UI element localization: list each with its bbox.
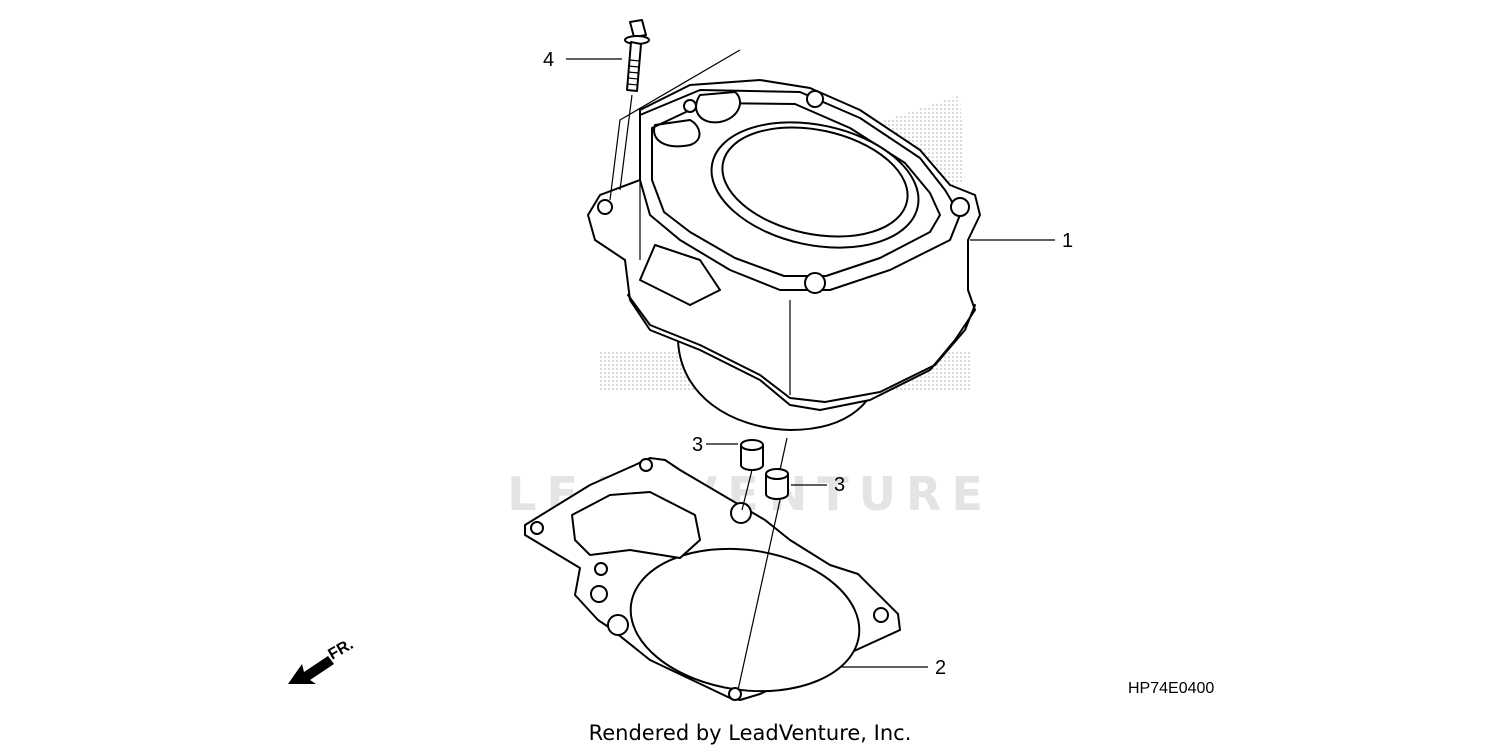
dowel-pin-right <box>765 468 789 500</box>
callout-cylinder: 1 <box>1062 230 1073 252</box>
diagram-code: HP74E0400 <box>1128 680 1214 697</box>
cylinder-part <box>587 79 981 431</box>
callout-bolt: 4 <box>543 49 554 71</box>
callout-dowel-pin-right: 3 <box>834 474 845 496</box>
gasket-part <box>524 457 901 701</box>
leader-lines <box>566 49 1055 691</box>
callout-gasket: 2 <box>935 657 946 679</box>
dowel-pin-left <box>740 439 764 471</box>
front-arrow-icon <box>288 656 334 684</box>
callout-dowel-pin-left: 3 <box>692 434 703 456</box>
flange-bolt-part <box>624 19 650 92</box>
front-direction-indicator: FR. <box>288 636 356 684</box>
render-credit: Rendered by LeadVenture, Inc. <box>589 721 912 745</box>
